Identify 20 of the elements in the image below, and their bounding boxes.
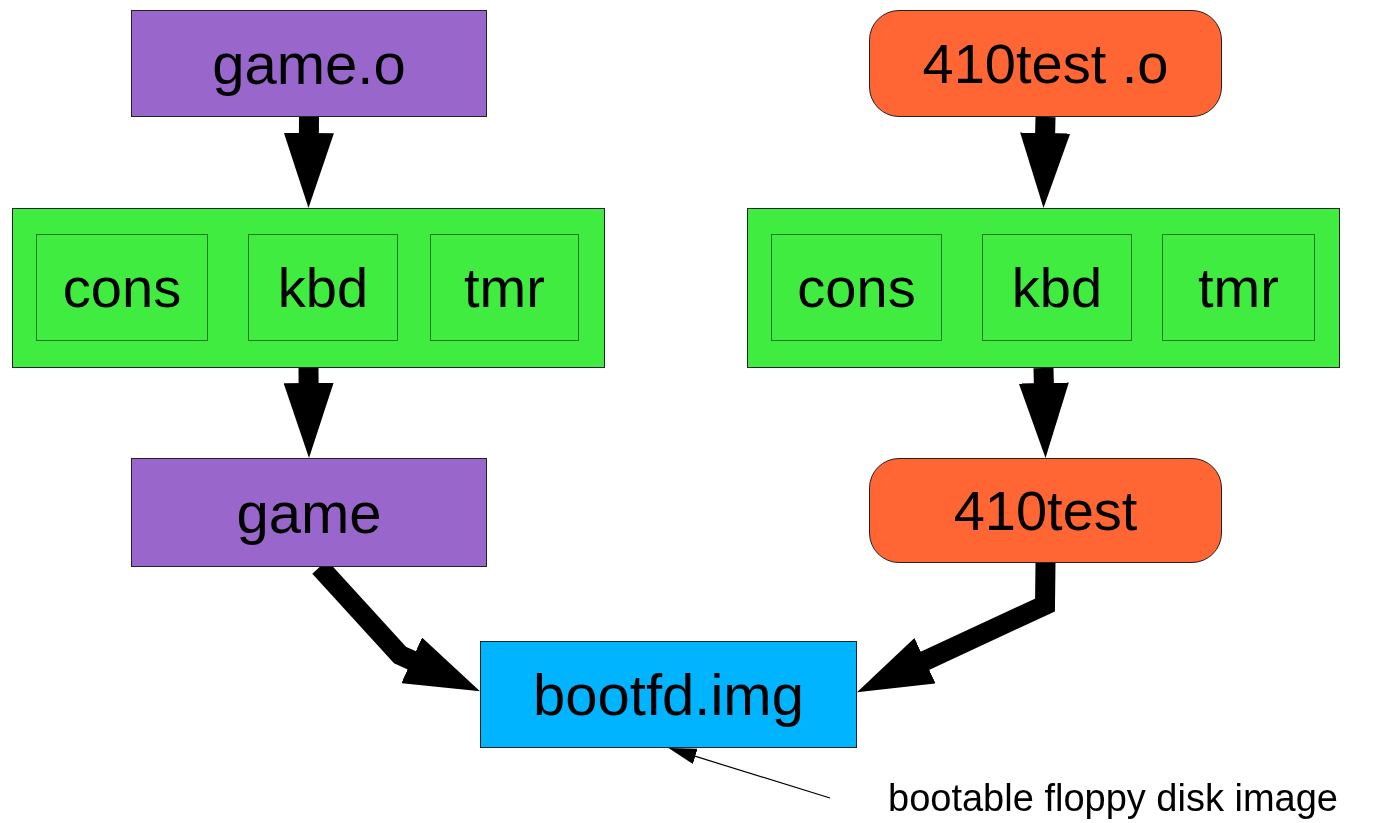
arrow [283,116,334,208]
module-box: kbd [248,234,398,341]
module-group-box [747,208,1340,368]
image-box: bootfd.img [480,641,857,748]
module-group-box [12,208,605,368]
arrow [283,367,334,458]
file-box: 410test .o [869,10,1222,117]
annotation-text: bootable floppy disk image [830,775,1396,821]
module-box: kbd [982,234,1132,341]
module-box: cons [771,234,942,341]
arrow [1020,116,1071,208]
module-box: cons [36,234,208,341]
file-box: game [131,458,487,567]
arrow [668,748,831,799]
module-box: tmr [1162,234,1315,341]
file-box: 410test [869,458,1222,563]
module-box: tmr [430,234,579,341]
arrow [1018,367,1069,458]
arrow [857,562,1056,693]
file-box: game.o [131,10,487,117]
